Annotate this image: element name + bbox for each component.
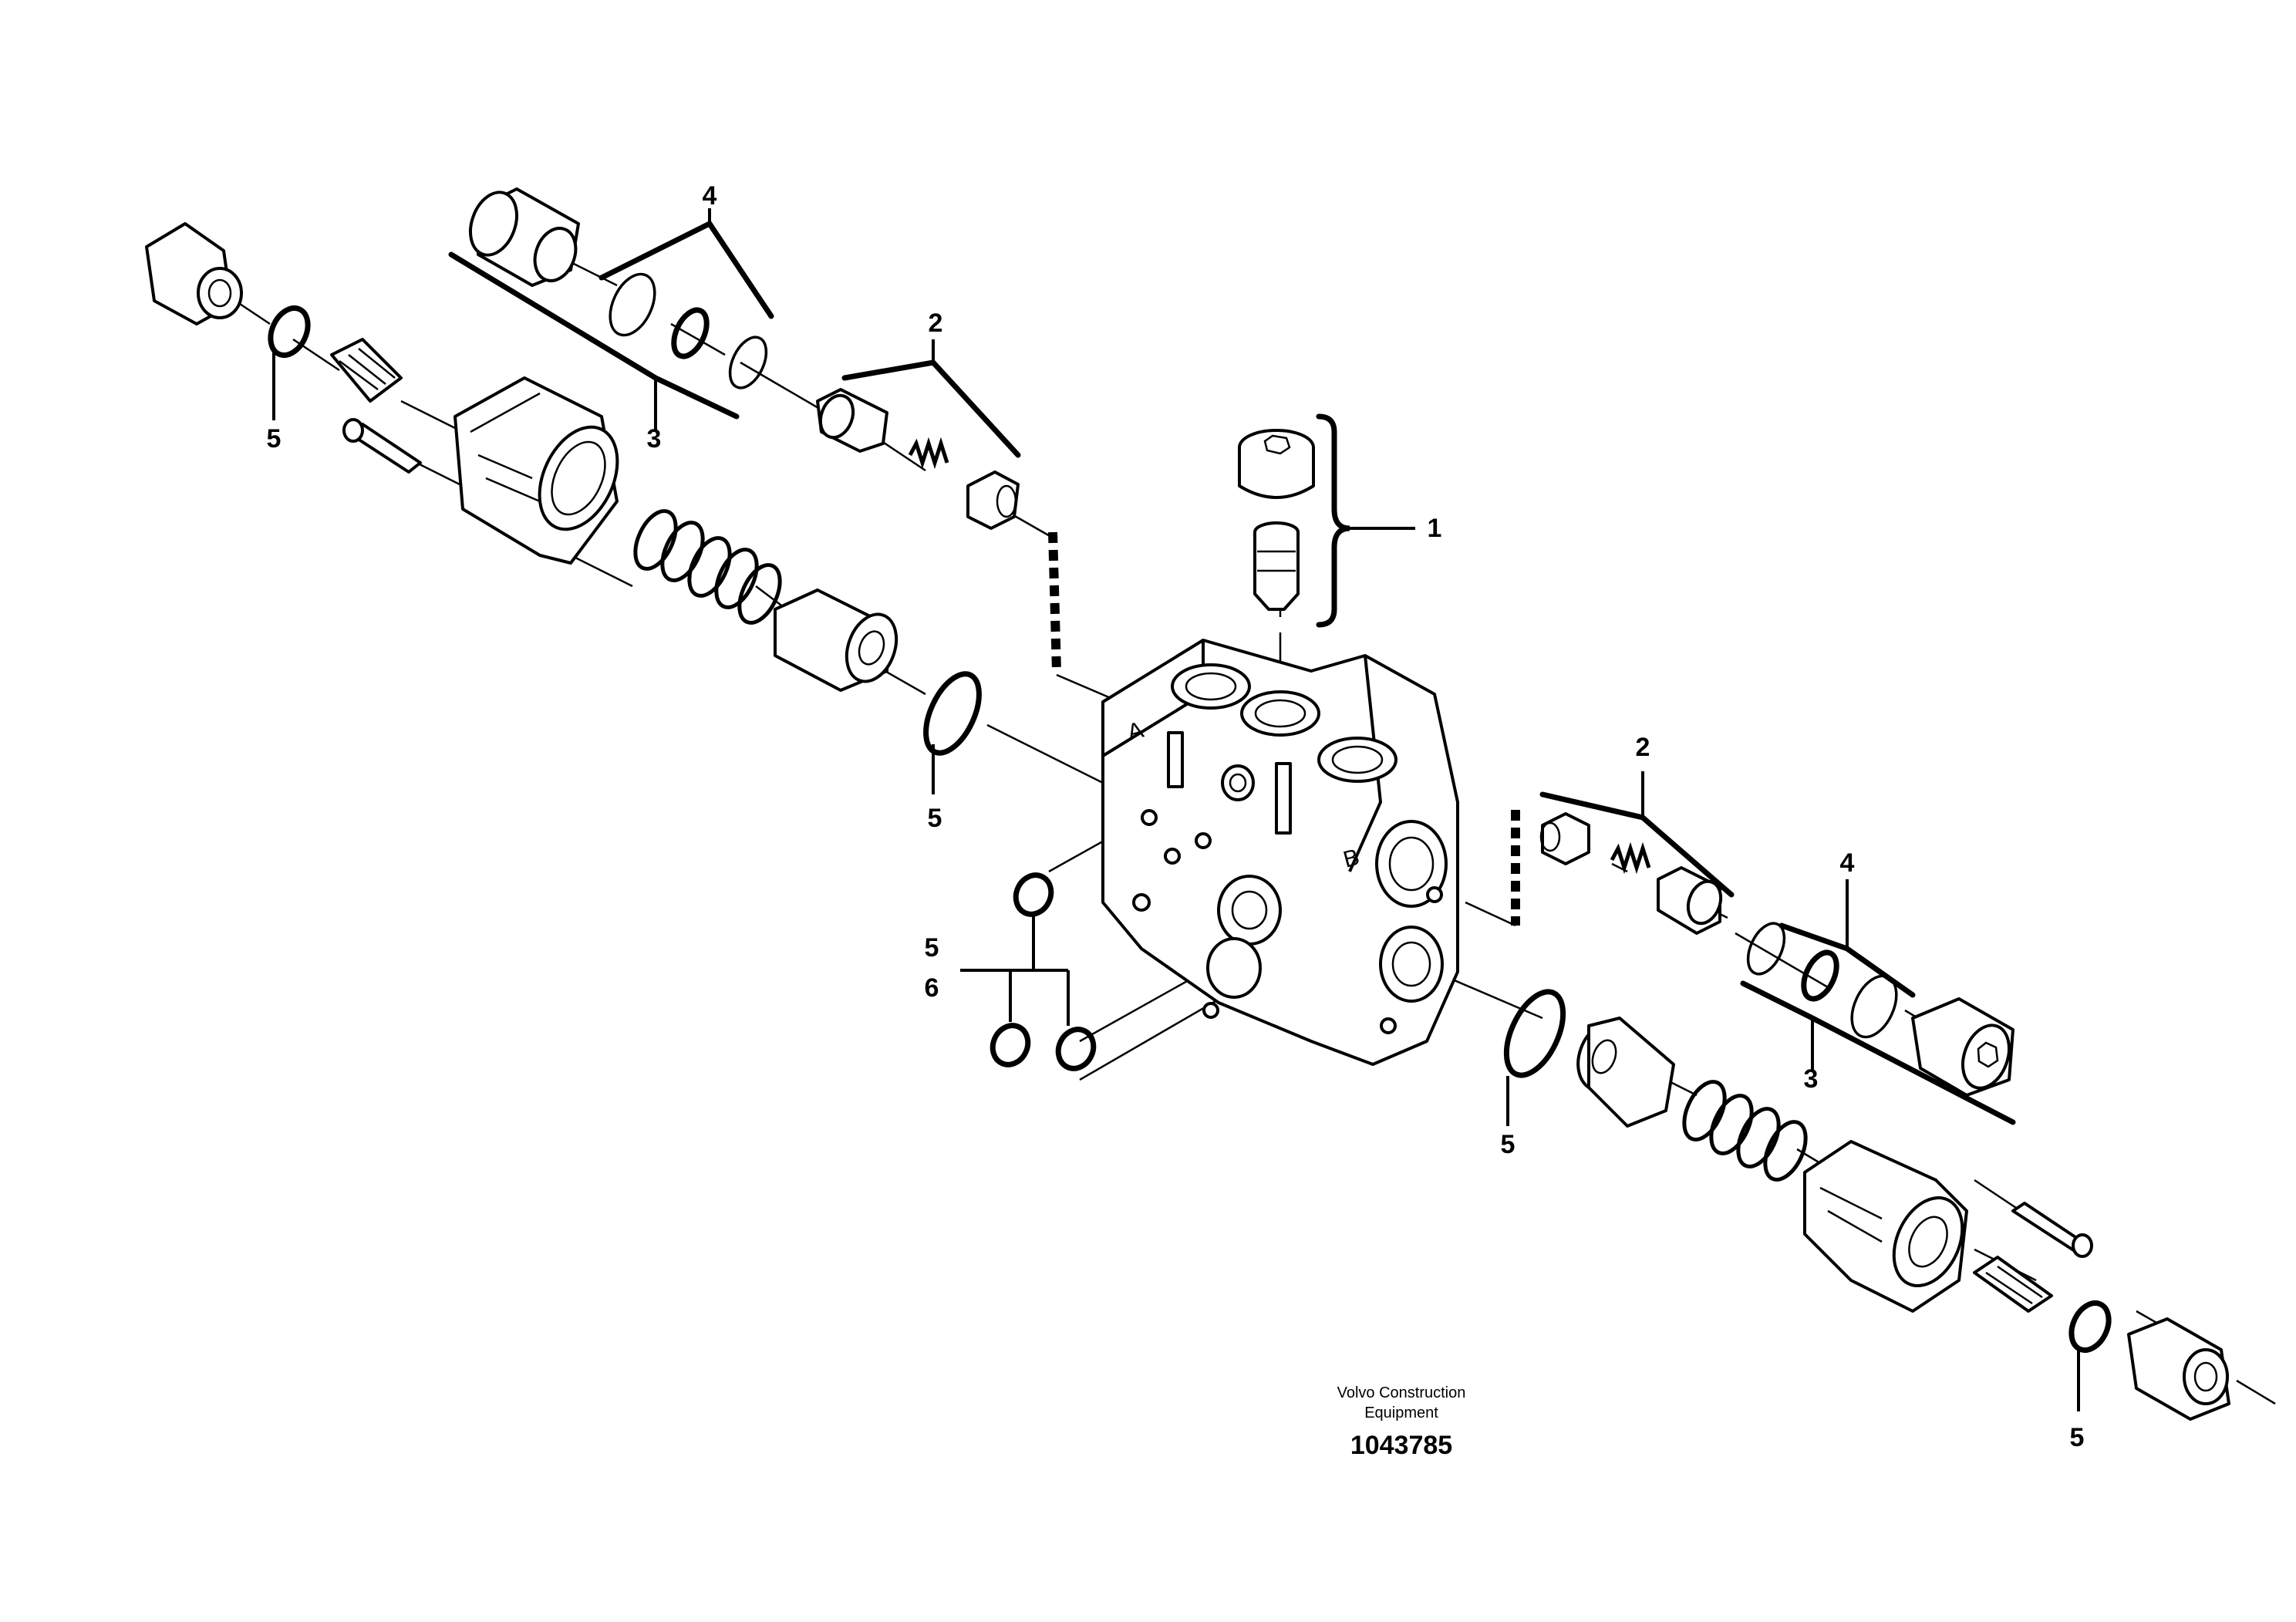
o-ring-right-kit	[1801, 949, 1839, 1002]
o-ring-left-large	[923, 671, 982, 756]
document-number: 1043785	[1350, 1431, 1452, 1460]
cap-screw-right	[2011, 1202, 2093, 1258]
callout-1: 1	[1428, 514, 1442, 543]
spring-left	[633, 509, 782, 625]
callout-2-left: 2	[929, 309, 943, 338]
check-poppet-seat-right	[1657, 866, 1723, 935]
o-ring-body-3	[1055, 1027, 1097, 1071]
poppet-right	[1539, 812, 1590, 865]
plug-top	[1238, 429, 1315, 499]
callout-3-left: 3	[647, 424, 662, 454]
valve-section-body: A B	[1101, 639, 1459, 1066]
callout-4-right: 4	[1840, 848, 1855, 878]
spring-small-right	[1610, 841, 1651, 875]
callout-5-mid: 5	[928, 804, 942, 833]
callout-5-center: 5	[925, 933, 939, 963]
o-ring-upper-left	[671, 307, 710, 359]
callout-6-center: 6	[925, 973, 939, 1003]
piston-sleeve-left	[774, 588, 899, 692]
check-valve-cartridge-top	[1253, 521, 1300, 611]
plug-right	[1911, 997, 2014, 1097]
check-poppet-seat-upper-left	[816, 388, 888, 453]
o-ring-bottom-right	[2068, 1300, 2112, 1353]
callout-5-bottom-right: 5	[2070, 1423, 2085, 1452]
piston-sleeve-right	[1576, 1017, 1675, 1128]
adjusting-screw-right	[1973, 1256, 2053, 1313]
caption-line-1: Volvo Construction	[1337, 1384, 1466, 1401]
backup-ring-upper-left-1	[609, 272, 656, 337]
o-ring-body-2	[990, 1023, 1031, 1067]
o-ring-right-large	[1503, 989, 1566, 1078]
adjusting-screw-left	[330, 338, 403, 403]
callout-3-right: 3	[1804, 1064, 1819, 1094]
cap-screw-left	[342, 418, 422, 474]
relief-valve-housing-right	[1803, 1140, 1968, 1313]
o-ring-body-1	[1013, 872, 1054, 917]
callout-brackets	[272, 208, 2080, 1411]
backup-ring-right-1	[1746, 922, 1786, 976]
end-cap-nut-right	[2127, 1317, 2230, 1421]
spring-right	[1682, 1080, 1808, 1182]
callout-5-top-left: 5	[267, 424, 282, 454]
plug-upper-left	[469, 187, 580, 287]
callout-2-right: 2	[1636, 733, 1650, 762]
backup-ring-upper-left-2	[728, 336, 768, 389]
relief-valve-housing-left	[453, 376, 619, 565]
spring-small-upper-left	[908, 437, 949, 470]
callout-5-right-mid: 5	[1501, 1130, 1515, 1159]
o-ring-top-left	[268, 305, 311, 358]
callout-4-left: 4	[703, 181, 717, 211]
poppet-upper-left	[966, 470, 1020, 530]
caption-line-2: Equipment	[1364, 1404, 1438, 1421]
end-cap-nut-left	[145, 222, 243, 325]
dashed-connector-left	[1048, 531, 1061, 672]
